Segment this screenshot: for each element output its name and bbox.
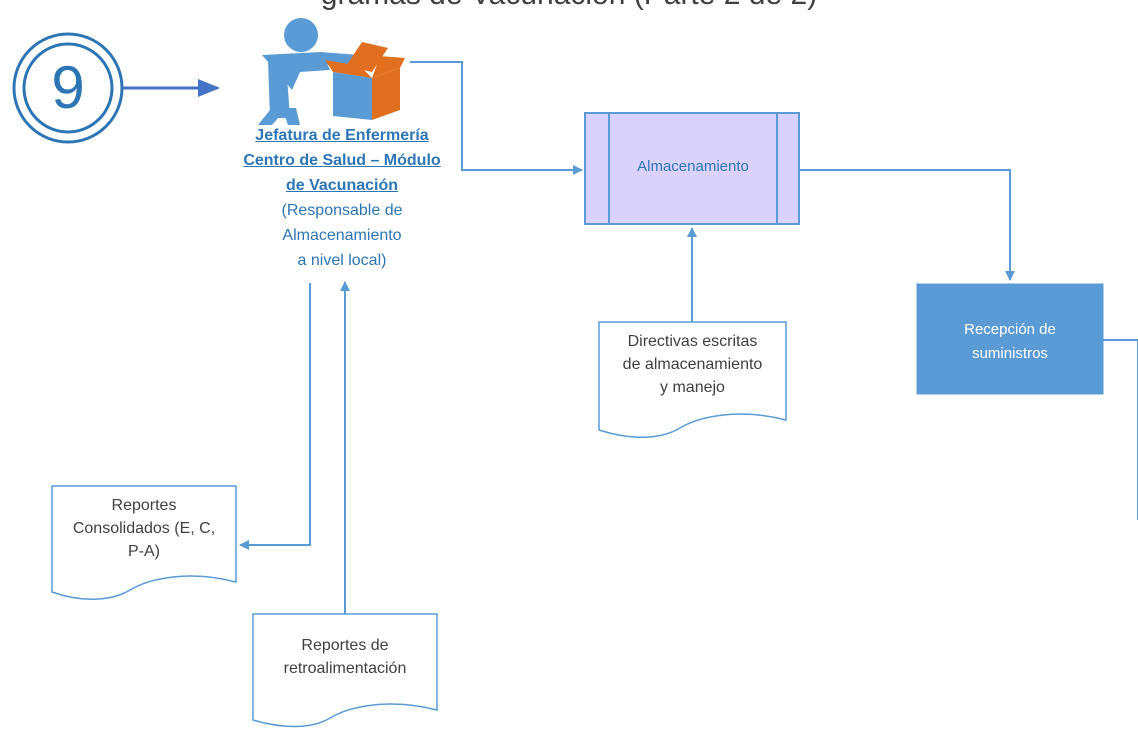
document-directivas-text: Directivas escritas de almacenamiento y …	[599, 330, 786, 399]
reception-label-line1: Recepción de	[964, 321, 1056, 338]
actor-role-line3: a nivel local)	[297, 252, 387, 269]
document-consolidados-line3: P-A)	[128, 543, 160, 560]
document-consolidados-text: Reportes Consolidados (E, C, P-A)	[52, 494, 236, 563]
document-consolidados-shape	[51, 485, 237, 600]
document-retroalimentacion-line1: Reportes de	[301, 637, 389, 654]
document-directivas-shape	[598, 321, 787, 438]
process-box-almacenamiento	[584, 112, 800, 225]
document-retroalimentacion-line2: retroalimentación	[283, 660, 407, 677]
actor-role-line2: Almacenamiento	[282, 227, 402, 244]
reception-label-line2: suministros	[972, 345, 1048, 362]
process-label: Almacenamiento	[637, 158, 749, 175]
actor-name-line3: de Vacunación	[285, 177, 399, 194]
document-directivas-line1: Directivas escritas	[627, 333, 758, 350]
document-directivas-line2: de almacenamiento	[622, 356, 763, 373]
document-retroalimentacion-text: Reportes de retroalimentación	[253, 634, 437, 680]
actor-role-line1: (Responsable de	[281, 202, 403, 219]
reception-box	[916, 283, 1104, 395]
document-consolidados-line1: Reportes	[111, 497, 177, 514]
process-to-reception-connector	[799, 169, 1015, 281]
document-retroalimentacion-shape	[252, 613, 438, 728]
actor-to-process-connector	[410, 61, 583, 175]
actor-name-line1: Jefatura de Enfermería	[255, 127, 429, 144]
document-consolidados-line2: Consolidados (E, C,	[72, 520, 216, 537]
document-directivas-line3: y manejo	[660, 379, 725, 396]
diagram-title: gramas de Vacunación (Parte 2 de 2)	[0, 0, 1138, 12]
step-number: 9	[51, 54, 85, 121]
person-packing-box-icon	[258, 18, 405, 125]
reception-label: Recepción de suministros	[917, 318, 1103, 366]
actor-label: Jefatura de Enfermería Centro de Salud –…	[212, 123, 472, 273]
actor-name-line2: Centro de Salud – Módulo	[243, 152, 441, 169]
reception-exit-connector	[1103, 339, 1138, 520]
actor-to-consolidados-connector	[239, 283, 311, 550]
